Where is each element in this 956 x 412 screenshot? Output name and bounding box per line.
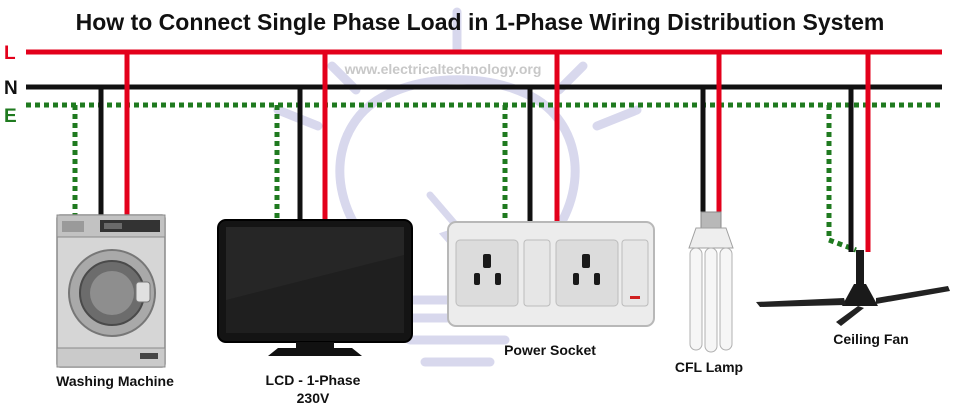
power-socket-label: Power Socket [504,342,596,358]
bus-label-earth: E [4,106,17,127]
cfl-lamp-icon [688,211,734,353]
washing-machine-label: Washing Machine [56,373,174,389]
watermark-text: www.electricaltechnology.org [344,61,542,77]
bus-label-neutral: N [4,78,18,99]
washing-machine-wires [72,52,130,215]
ceiling-fan-icon [756,250,950,326]
washing-machine-icon [56,214,166,368]
lcd-wires [274,52,328,220]
ceiling-fan-label: Ceiling Fan [833,331,908,347]
cfl-lamp-label: CFL Lamp [675,359,743,375]
cfl-wires [700,52,722,212]
fan-wires [826,52,871,253]
socket-wires [502,52,560,222]
power-socket-icon [447,221,655,327]
lcd-label-line2: 230V [297,390,330,406]
bus-label-line: L [4,43,16,64]
lcd-tv-icon [217,219,413,356]
page-title: How to Connect Single Phase Load in 1-Ph… [76,9,885,35]
lcd-label-line1: LCD - 1-Phase [266,372,361,388]
